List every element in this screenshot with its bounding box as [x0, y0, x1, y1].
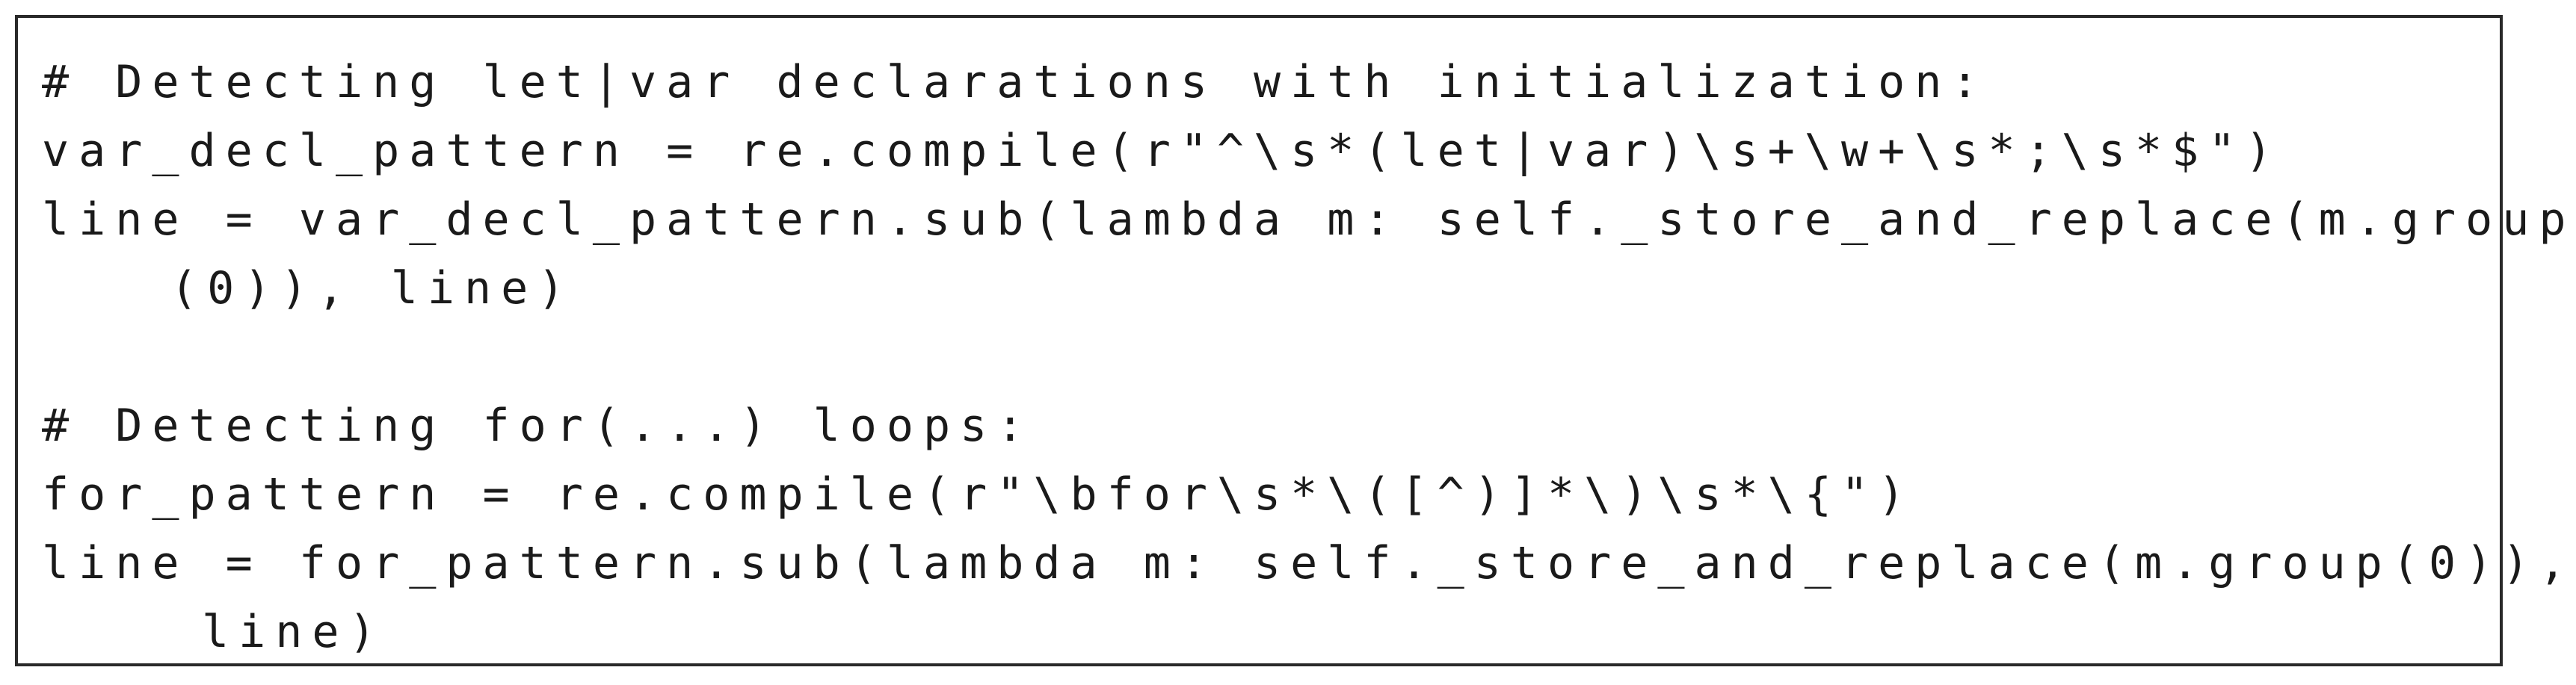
code-line: var_decl_pattern = re.compile(r"^\s*(let…: [42, 125, 2282, 177]
code-comment-line: # Detecting let|var declarations with in…: [42, 56, 1988, 108]
code-continuation-line: (0)), line): [170, 262, 575, 314]
code-line: line = for_pattern.sub(lambda m: self._s…: [42, 537, 2576, 589]
code-continuation-line: line): [202, 606, 386, 658]
code-blank-line: [42, 323, 2576, 391]
code-comment-line: # Detecting for(...) loops:: [42, 400, 1034, 452]
code-listing-box: # Detecting let|var declarations with in…: [15, 15, 2566, 666]
code-block: # Detecting let|var declarations with in…: [42, 48, 2576, 666]
code-line: line = var_decl_pattern.sub(lambda m: se…: [42, 193, 2576, 246]
code-line: for_pattern = re.compile(r"\bfor\s*\([^)…: [42, 468, 1915, 521]
